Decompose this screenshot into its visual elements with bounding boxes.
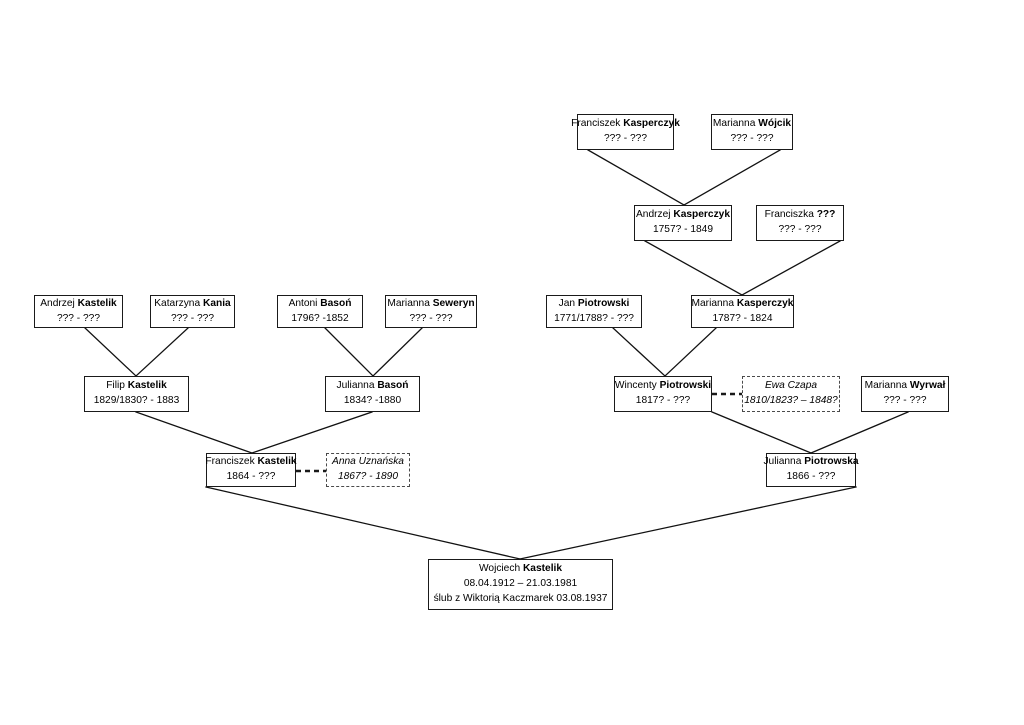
person-name: Franciszek Kastelik [205,456,297,468]
person-dates: 1757? - 1849 [652,224,714,235]
person-name: Wincenty Piotrowski [614,380,712,392]
person-name: Marianna Kasperczyk [691,297,794,309]
person-name: Julianna Piotrowska [763,456,859,468]
person-box-julianna-piotrowska[interactable]: Julianna Piotrowska 1866 - ??? [763,453,859,487]
connector-mw-to-andrzej [683,149,781,206]
person-dates: ??? - ??? [778,224,822,235]
person-box-ewa-czapa[interactable]: Ewa Czapa 1810/1823? – 1848? [742,376,840,412]
person-box-jan-piotrowski[interactable]: Jan Piotrowski 1771/1788? - ??? [546,295,642,328]
person-box-marianna-seweryn[interactable]: Marianna Seweryn ??? - ??? [385,295,477,328]
connector-filip-to-franciszek [135,411,253,454]
person-name: Franciszka ??? [764,209,836,221]
person-name: Marianna Seweryn [387,297,475,309]
person-box-marianna-kasperczyk[interactable]: Marianna Kasperczyk 1787? - 1824 [691,295,794,328]
person-name: Andrzej Kasperczyk [635,209,730,221]
person-name: Marianna Wyrwał [864,380,946,392]
person-box-filip-kastelik[interactable]: Filip Kastelik 1829/1830? - 1883 [84,376,189,412]
connector-mk-to-wincenty [664,327,717,377]
connector-jp-to-wincenty [612,327,666,377]
person-marriage-note: ślub z Wiktorią Kaczmarek 03.08.1937 [433,592,608,604]
person-name: Filip Kastelik [106,380,167,392]
person-dates: ??? - ??? [56,312,101,324]
person-box-franciszek-kasperczyk[interactable]: Franciszek Kasperczyk ??? - ??? [571,114,680,150]
person-dates: 1796? -1852 [291,312,349,324]
person-box-anna-uznanska[interactable]: Anna Uznańska 1867? - 1890 [326,453,410,487]
connector-jbason-to-franciszek [251,411,373,454]
person-dates: 1866 - ??? [786,471,836,482]
person-dates: ??? - ??? [883,395,927,406]
person-box-franciszek-kastelik[interactable]: Franciszek Kastelik 1864 - ??? [205,453,297,487]
connector-ab-to-julianna [324,327,374,377]
person-name: Katarzyna Kania [154,297,231,309]
person-box-marianna-wojcik[interactable]: Marianna Wójcik ??? - ??? [711,114,793,150]
person-box-wojciech-kastelik[interactable]: Wojciech Kastelik 08.04.1912 – 21.03.198… [428,559,613,610]
person-name: Marianna Wójcik [712,118,792,130]
connector-kk-to-filip [135,327,189,377]
person-box-julianna-bason[interactable]: Julianna Basoń 1834? -1880 [325,376,420,412]
person-box-franciszka-unknown[interactable]: Franciszka ??? ??? - ??? [756,205,844,241]
person-box-marianna-wyrwal[interactable]: Marianna Wyrwał ??? - ??? [861,376,949,412]
connector-jpiotrowska-to-wojciech [519,486,857,560]
person-dates: 1817? - ??? [635,395,691,406]
person-dates: 1864 - ??? [226,471,276,482]
person-box-katarzyna-kania[interactable]: Katarzyna Kania ??? - ??? [150,295,235,328]
connector-fk-to-andrzej [587,149,685,206]
connector-andrzej-to-mk [644,240,743,296]
person-dates: 1771/1788? - ??? [554,312,634,324]
person-dates: ??? - ??? [409,312,453,324]
connector-mwyrwal-to-jpiotrowska [810,411,909,454]
person-box-andrzej-kastelik[interactable]: Andrzej Kastelik ??? - ??? [34,295,123,328]
person-name: Wojciech Kastelik [478,563,563,575]
person-dates: ??? - ??? [170,312,215,324]
person-box-andrzej-kasperczyk[interactable]: Andrzej Kasperczyk 1757? - 1849 [634,205,732,241]
person-dates: ??? - ??? [730,133,774,144]
person-name: Jan Piotrowski [558,297,630,309]
person-dates: 1810/1823? – 1848? [744,395,838,406]
connector-franciszka-to-mk [741,240,841,296]
connector-ms-to-julianna [372,327,423,377]
person-name: Andrzej Kastelik [40,297,117,309]
person-name: Julianna Basoń [336,380,409,392]
person-name: Anna Uznańska [332,456,404,468]
person-name: Franciszek Kasperczyk [571,118,680,130]
person-dates: 1829/1830? - 1883 [93,395,180,406]
person-dates: 1867? - 1890 [337,471,399,482]
person-box-antoni-bason[interactable]: Antoni Basoń 1796? -1852 [277,295,363,328]
person-name: Ewa Czapa [764,380,818,392]
person-box-wincenty-piotrowski[interactable]: Wincenty Piotrowski 1817? - ??? [614,376,712,412]
person-dates: 1834? -1880 [343,395,402,406]
person-dates: 1787? - 1824 [712,312,773,324]
connector-ak-to-filip [84,327,137,377]
connector-franciszek-to-wojciech [205,486,521,560]
connector-wincenty-to-jpiotrowska [711,411,812,454]
person-dates: ??? - ??? [603,133,648,144]
person-name: Antoni Basoń [288,297,352,309]
person-dates: 08.04.1912 – 21.03.1981 [463,578,578,590]
